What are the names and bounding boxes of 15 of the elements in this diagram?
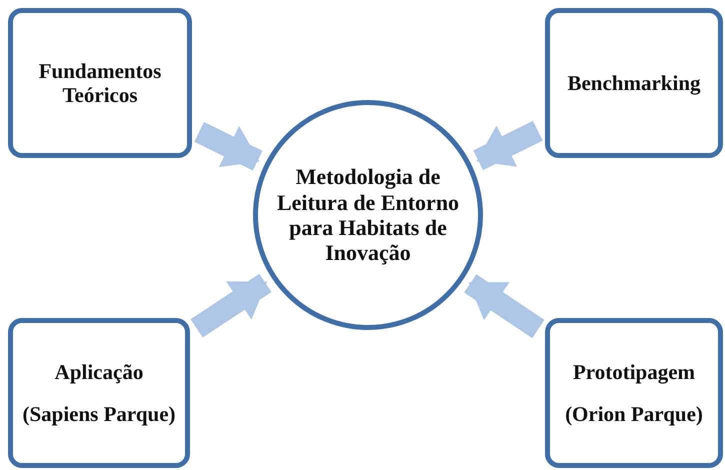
rounded-box: [8, 318, 190, 468]
node-subtitle: (Sapiens Parque): [21, 402, 177, 426]
block-arrow: [464, 274, 544, 338]
node-title: Fundamentos Teóricos: [38, 58, 162, 108]
rounded-box: [545, 8, 723, 158]
block-arrow: [194, 122, 262, 171]
node-subtitle: (Orion Parque): [564, 402, 704, 426]
block-arrow: [190, 274, 272, 338]
node-title: Metodologia de Leitura de Entorno para Habitats de Inovação: [276, 164, 460, 266]
rounded-box: [8, 8, 192, 158]
node-title: Prototipagem: [572, 360, 696, 384]
node-title: Benchmarking: [566, 70, 702, 96]
rounded-box: [545, 318, 723, 468]
block-arrow: [473, 120, 543, 170]
node-title: Aplicação: [54, 360, 144, 384]
